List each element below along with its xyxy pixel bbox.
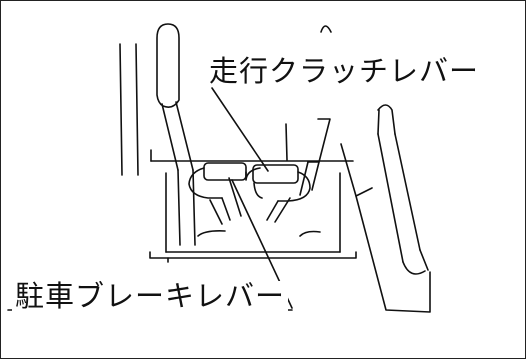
left-tall-lever xyxy=(156,23,196,246)
clutch-lever-label: 走行クラッチレバー xyxy=(206,56,483,87)
clutch-lever-handle xyxy=(245,164,311,223)
right-pillar xyxy=(340,104,431,313)
console-box xyxy=(149,149,357,259)
parking-brake-handle xyxy=(188,162,247,225)
right-inner-post xyxy=(285,123,288,161)
left-post-line-2 xyxy=(135,43,139,176)
top-cap-outline xyxy=(320,25,332,33)
parking-brake-lever-label: 駐車ブレーキレバー xyxy=(12,281,289,312)
right-lever xyxy=(299,118,331,196)
left-post-line xyxy=(119,43,123,176)
clutch-leader-line xyxy=(211,87,269,172)
